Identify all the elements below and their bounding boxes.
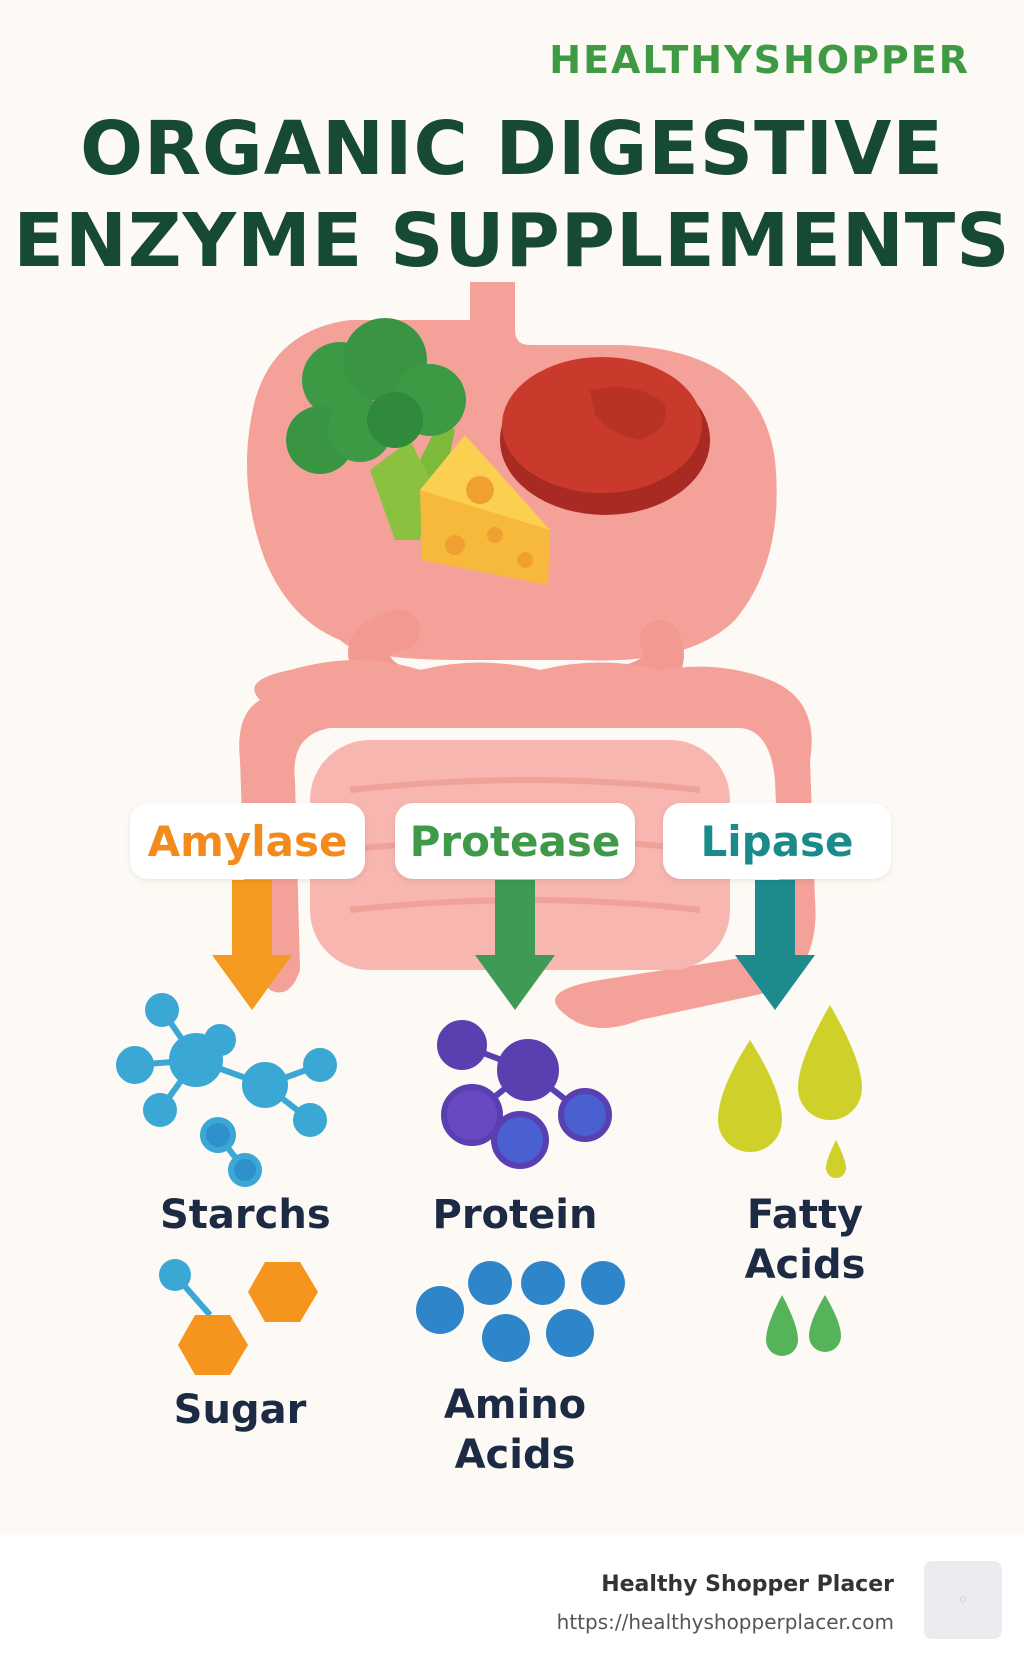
fatty-acids-line-2: Acids [744, 1242, 866, 1288]
amylase-arrow [212, 880, 292, 1010]
footer-logo-icon: ◦ [924, 1561, 1002, 1639]
footer-site-name: Healthy Shopper Placer [601, 1572, 894, 1597]
steak-icon [500, 357, 710, 515]
protein-label: Protein [432, 1192, 598, 1238]
brand-name: HEALTHYSHOPPER [549, 38, 970, 82]
protease-arrow [475, 880, 555, 1010]
protease-text: Protease [409, 816, 621, 866]
digestion-illustration [116, 282, 862, 1375]
amino-acid-icon [416, 1261, 625, 1362]
amylase-text: Amylase [147, 816, 348, 866]
lipase-text: Lipase [700, 816, 854, 866]
title-line-2: ENZYME SUPPLEMENTS [13, 198, 1011, 284]
cheese-icon [420, 435, 550, 585]
starch-molecule-icon [116, 993, 337, 1187]
oil-drop-icon [718, 1005, 862, 1178]
sugar-molecule-icon [159, 1259, 318, 1375]
stomach-icon [247, 282, 777, 710]
amino-acids-line-1: Amino [443, 1382, 587, 1428]
footer-url-link[interactable]: https://healthyshopperplacer.com [556, 1610, 894, 1634]
fatty-acids-line-1: Fatty [746, 1192, 864, 1238]
footer [0, 1535, 1024, 1666]
title-line-1: ORGANIC DIGESTIVE [80, 106, 944, 192]
sugar-label: Sugar [173, 1387, 307, 1433]
starchs-label: Starchs [160, 1192, 331, 1238]
amylase-label: Amylase [130, 803, 365, 879]
broccoli-icon [286, 318, 466, 540]
protease-label: Protease [395, 803, 635, 879]
fatty-acids-label: Fatty Acids [720, 1190, 890, 1290]
amino-acids-label: Amino Acids [430, 1380, 600, 1480]
fatty-acid-drop-icon [766, 1295, 841, 1356]
protein-molecule-icon [437, 1020, 612, 1169]
lipase-label: Lipase [663, 803, 891, 879]
amino-acids-line-2: Acids [454, 1432, 576, 1478]
lipase-arrow [735, 880, 815, 1010]
